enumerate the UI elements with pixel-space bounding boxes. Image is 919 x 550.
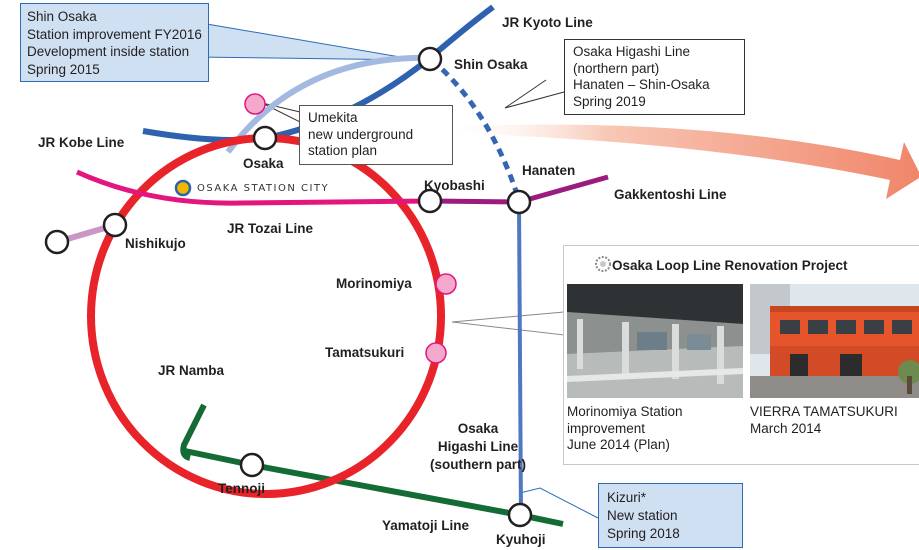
- yamatoji-line: [184, 448, 564, 527]
- label-jr-namba: JR Namba: [158, 363, 225, 378]
- label-tennoji: Tennoji: [218, 481, 265, 496]
- higashi-north-callout-pointer: [504, 79, 565, 109]
- project-callout-pointer: [451, 311, 565, 336]
- station-umekita-new[interactable]: [244, 93, 266, 115]
- label-morinomiya: Morinomiya: [336, 276, 412, 291]
- callout-umekita: Umekita new underground station plan: [299, 105, 453, 165]
- umekita-link-line: [225, 54, 431, 154]
- label-jr-kobe-line: JR Kobe Line: [38, 135, 125, 150]
- callout-shin-osaka-improvement: Shin Osaka Station improvement FY2016 De…: [20, 3, 209, 82]
- station-kyobashi[interactable]: [417, 188, 443, 214]
- project-title: Osaka Loop Line Renovation Project: [612, 258, 848, 273]
- station-osaka[interactable]: [252, 125, 278, 151]
- station-shin-osaka[interactable]: [417, 46, 443, 72]
- morinomiya-photo-caption: Morinomiya Station improvement June 2014…: [567, 404, 683, 452]
- osaka-higashi-line-south: [517, 202, 523, 518]
- jr-tozai-line: [75, 169, 431, 206]
- callout-kizuri: Kizuri* New station Spring 2018: [598, 483, 743, 548]
- label-kyuhoji: Kyuhoji: [496, 532, 546, 547]
- label-shin-osaka: Shin Osaka: [454, 57, 528, 72]
- osaka-higashi-line-north: [430, 58, 522, 201]
- label-nishikujo: Nishikujo: [125, 236, 186, 251]
- jr-namba-branch: [180, 403, 207, 461]
- label-yamatoji-line: Yamatoji Line: [382, 518, 470, 533]
- loop-line-renovation-panel: Osaka Loop Line Renovation Project Morin…: [563, 245, 919, 465]
- station-nishikujo[interactable]: [102, 212, 128, 238]
- label-hanaten: Hanaten: [522, 163, 576, 178]
- label-osaka-higashi-line-south: Osaka Higashi Line (southern part): [430, 421, 526, 472]
- label-tamatsukuri: Tamatsukuri: [325, 345, 405, 360]
- vierra-photo-caption: VIERRA TAMATSUKURI March 2014: [750, 404, 898, 436]
- label-osaka: Osaka: [243, 156, 284, 171]
- osaka-station-city-logo-icon: [174, 179, 192, 197]
- label-gakkentoshi-line: Gakkentoshi Line: [614, 187, 727, 202]
- station-tennoji[interactable]: [239, 452, 265, 478]
- label-jr-kyoto-line: JR Kyoto Line: [502, 15, 593, 30]
- highlight-arrow: [440, 124, 919, 199]
- callout-osaka-higashi-north: Osaka Higashi Line (northern part) Hanat…: [564, 39, 745, 115]
- kizuri-callout-pointer: [519, 487, 599, 519]
- morinomiya-station-photo: [567, 284, 743, 398]
- label-kyobashi: Kyobashi: [424, 178, 485, 193]
- station-kyuhoji[interactable]: [507, 502, 533, 528]
- vierra-tamatsukuri-photo: [750, 284, 919, 398]
- shin-osaka-callout-pointer: [194, 21, 419, 61]
- label-jr-tozai-line: JR Tozai Line: [227, 221, 314, 236]
- station-hanaten[interactable]: [506, 189, 532, 215]
- station-tamatsukuri[interactable]: [425, 342, 447, 364]
- osaka-station-city-logo-text: OSAKA STATION CITY: [197, 183, 330, 194]
- station-spur-end[interactable]: [44, 229, 70, 255]
- station-morinomiya[interactable]: [435, 273, 457, 295]
- loop-line-project-logo-icon: [595, 256, 611, 272]
